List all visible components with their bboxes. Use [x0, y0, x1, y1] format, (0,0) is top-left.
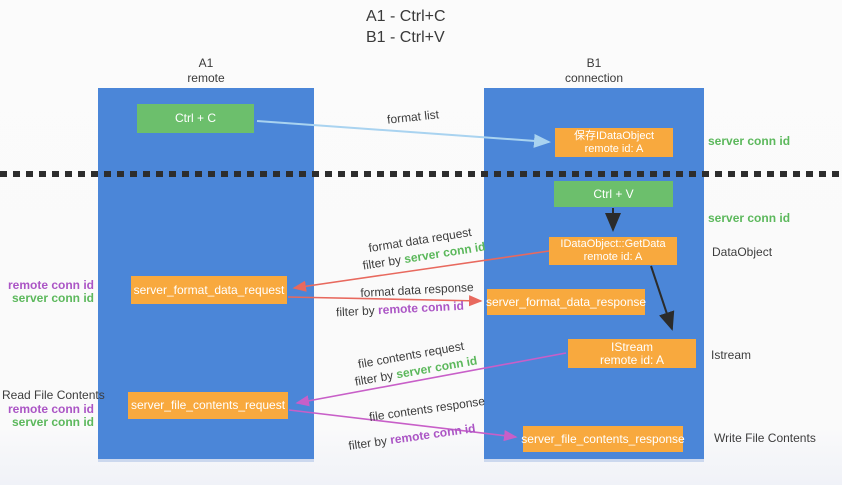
remote-conn-id-inline-2: remote conn id	[389, 421, 477, 447]
right-label-server-conn-id-mid: server conn id	[708, 211, 791, 225]
flow-label-file-contents-response: file contents response	[368, 393, 486, 425]
node-getdata-line1: IDataObject::GetData	[560, 238, 666, 250]
filter-prefix-2: filter by	[335, 303, 379, 320]
flow-label-filter-by-remote-conn-2: filter by remote conn id	[348, 421, 477, 453]
left-label-server-conn-id-1: server conn id	[11, 291, 94, 305]
node-istream-line2: remote id: A	[599, 352, 665, 367]
node-server-file-contents-response: server_file_contents_response	[521, 426, 685, 452]
flow-label-filter-by-remote-conn-1: filter by remote conn id	[336, 299, 465, 320]
remote-conn-id-inline-1: remote conn id	[377, 298, 465, 318]
node-istream-line1: IStream	[610, 339, 653, 354]
node-getdata-line2: remote id: A	[583, 251, 643, 263]
node-server-format-data-response: server_format_data_response	[486, 289, 646, 315]
left-label-remote-conn-id-2: remote conn id	[7, 402, 94, 416]
right-label-dataobject: DataObject	[712, 245, 773, 259]
diagram-title: A1 - Ctrl+C B1 - Ctrl+V	[366, 6, 446, 48]
node-save-dataobject: 保存IDataObject remote id: A	[555, 128, 673, 157]
node-server-file-contents-request: server_file_contents_request	[128, 392, 288, 419]
column-b1-role: connection	[564, 71, 624, 85]
right-label-write-file-contents: Write File Contents	[714, 431, 816, 445]
column-header-a1: A1 remote	[98, 56, 314, 86]
column-b1-name: B1	[586, 56, 602, 70]
left-label-read-file-contents: Read File Contents	[2, 388, 105, 402]
title-line-2: B1 - Ctrl+V	[366, 29, 445, 46]
machine-boundary-dotted-line	[0, 171, 842, 177]
title-line-1: A1 - Ctrl+C	[366, 8, 446, 25]
flow-label-format-list: format list	[386, 107, 440, 127]
filter-prefix-1: filter by	[361, 252, 406, 273]
column-a1-role: remote	[187, 71, 225, 85]
left-label-server-conn-id-2: server conn id	[11, 415, 94, 429]
node-istream: IStream remote id: A	[568, 339, 696, 368]
right-label-istream: Istream	[711, 348, 752, 362]
filter-prefix-4: filter by	[347, 433, 392, 453]
flow-label-format-data-response: format data response	[360, 280, 474, 300]
left-label-remote-conn-id-1: remote conn id	[7, 278, 94, 292]
node-server-format-data-request: server_format_data_request	[131, 276, 287, 304]
column-header-b1: B1 connection	[484, 56, 704, 86]
right-label-server-conn-id-top: server conn id	[708, 134, 791, 148]
node-save-dataobject-line1: 保存IDataObject	[573, 129, 655, 142]
column-a1-name: A1	[198, 56, 214, 70]
node-ctrl-c: Ctrl + C	[137, 104, 254, 133]
node-save-dataobject-line2: remote id: A	[584, 142, 644, 155]
node-ctrl-v: Ctrl + V	[554, 181, 673, 207]
node-idataobject-getdata: IDataObject::GetData remote id: A	[549, 237, 677, 265]
